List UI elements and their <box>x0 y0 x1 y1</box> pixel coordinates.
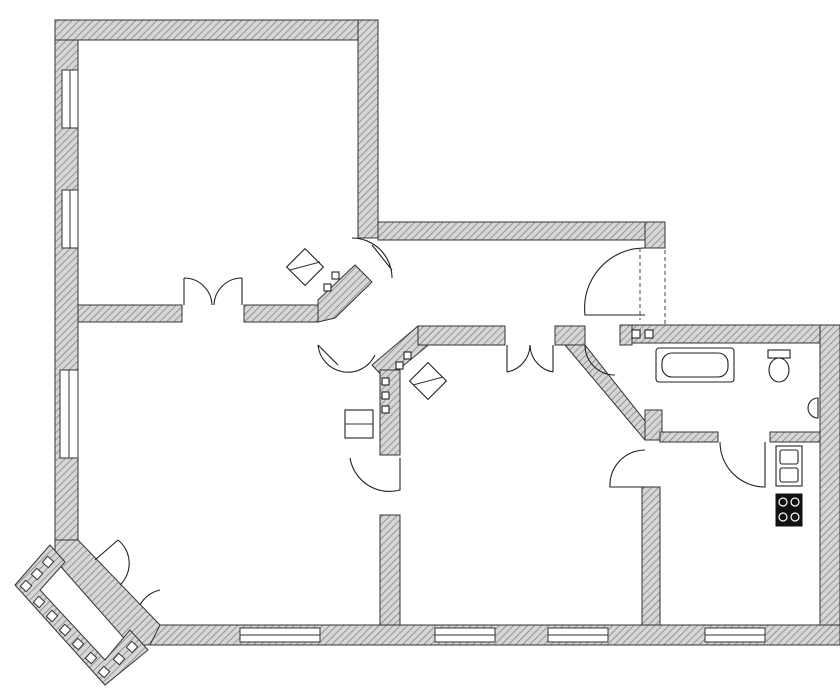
wall-kitchen-west-upper <box>644 409 663 441</box>
fireplace-tiles <box>285 247 448 439</box>
windows <box>59 69 766 643</box>
bathroom-fixtures <box>631 329 819 419</box>
sink-valves <box>631 329 654 339</box>
toilet <box>767 349 791 383</box>
door-hall-top <box>351 237 393 279</box>
door-balcony <box>94 539 161 606</box>
door-middle-room <box>506 344 554 373</box>
balcony-rail <box>14 544 149 686</box>
kitchen-fixtures <box>775 445 803 527</box>
wall-middle-north <box>417 325 506 346</box>
interior-walls <box>77 264 821 626</box>
wall-bath-kitchen-right <box>769 431 821 443</box>
door-bathroom <box>584 344 616 376</box>
wall-middle-west-lower <box>379 514 401 626</box>
wall-north-hall <box>377 221 666 241</box>
chimney-block <box>317 264 373 323</box>
wall-top-room-south-right <box>243 304 319 323</box>
door-top-room <box>183 277 243 306</box>
wall-middle-west-upper <box>379 369 401 456</box>
wall-kitchen-west-lower <box>641 486 661 626</box>
wall-hall-east-stub <box>644 221 666 249</box>
door-kitchen <box>609 449 646 488</box>
door-bath-kitchen <box>719 441 766 488</box>
wall-east <box>819 324 840 646</box>
balcony <box>14 544 149 686</box>
door-living-diagonal <box>317 344 376 373</box>
stove <box>775 493 803 527</box>
wall-bath-west <box>619 324 633 346</box>
wall-top-room-south-left <box>77 304 183 323</box>
door-living-middle <box>349 457 401 492</box>
wall-bath-kitchen-left <box>659 431 719 443</box>
kitchen-sink <box>775 445 803 487</box>
wall-east-top <box>357 19 379 239</box>
washbasin <box>807 397 819 419</box>
wall-middle-north-right <box>554 325 586 346</box>
doors <box>94 237 766 606</box>
wall-north-top <box>54 19 379 41</box>
door-hall-east <box>584 247 646 316</box>
